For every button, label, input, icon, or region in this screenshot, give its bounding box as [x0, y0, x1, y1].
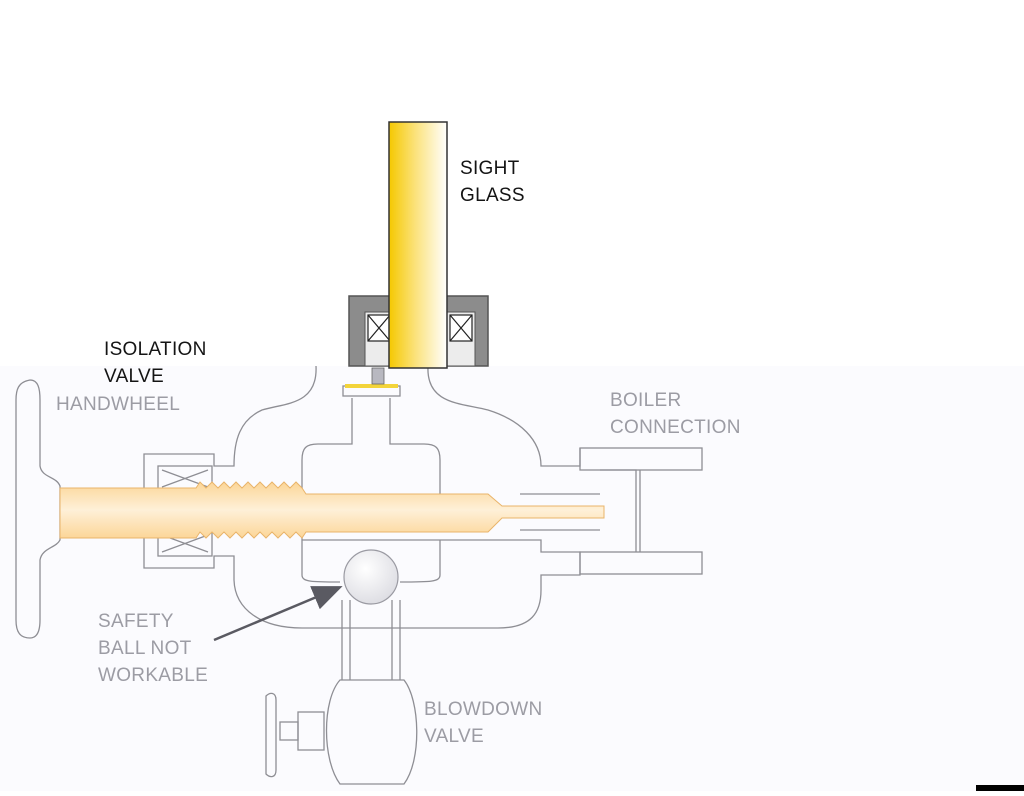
handwheel-label: HANDWHEEL — [56, 394, 181, 415]
sight-glass-label: SIGHT GLASS — [460, 158, 525, 206]
boiler-connection-label: BOILER CONNECTION — [610, 390, 741, 438]
blowdown-valve-body — [325, 679, 418, 785]
boiler-flange-lower — [579, 551, 703, 575]
safety-ball — [343, 549, 399, 605]
inner-chamber — [301, 398, 441, 540]
safety-ball-label: SAFETY BALL NOT WORKABLE — [98, 611, 209, 686]
isolation-valve-label: ISOLATION VALVE — [104, 339, 207, 387]
boiler-connection — [600, 469, 641, 552]
blowdown-valve-label: BLOWDOWN VALVE — [424, 699, 543, 747]
lower-panel — [0, 366, 1024, 791]
valve-body-right — [427, 365, 581, 467]
boiler-flange-upper — [579, 447, 703, 471]
blowdown-handwheel — [265, 692, 277, 778]
blowdown-stem — [341, 600, 401, 680]
seat-washer — [345, 384, 398, 388]
valve-stem — [59, 481, 605, 539]
handwheel — [15, 379, 61, 639]
valve-body — [143, 365, 581, 629]
pointer-arrow — [213, 586, 343, 642]
corner-bar — [976, 785, 1024, 791]
sight-glass — [388, 121, 448, 369]
